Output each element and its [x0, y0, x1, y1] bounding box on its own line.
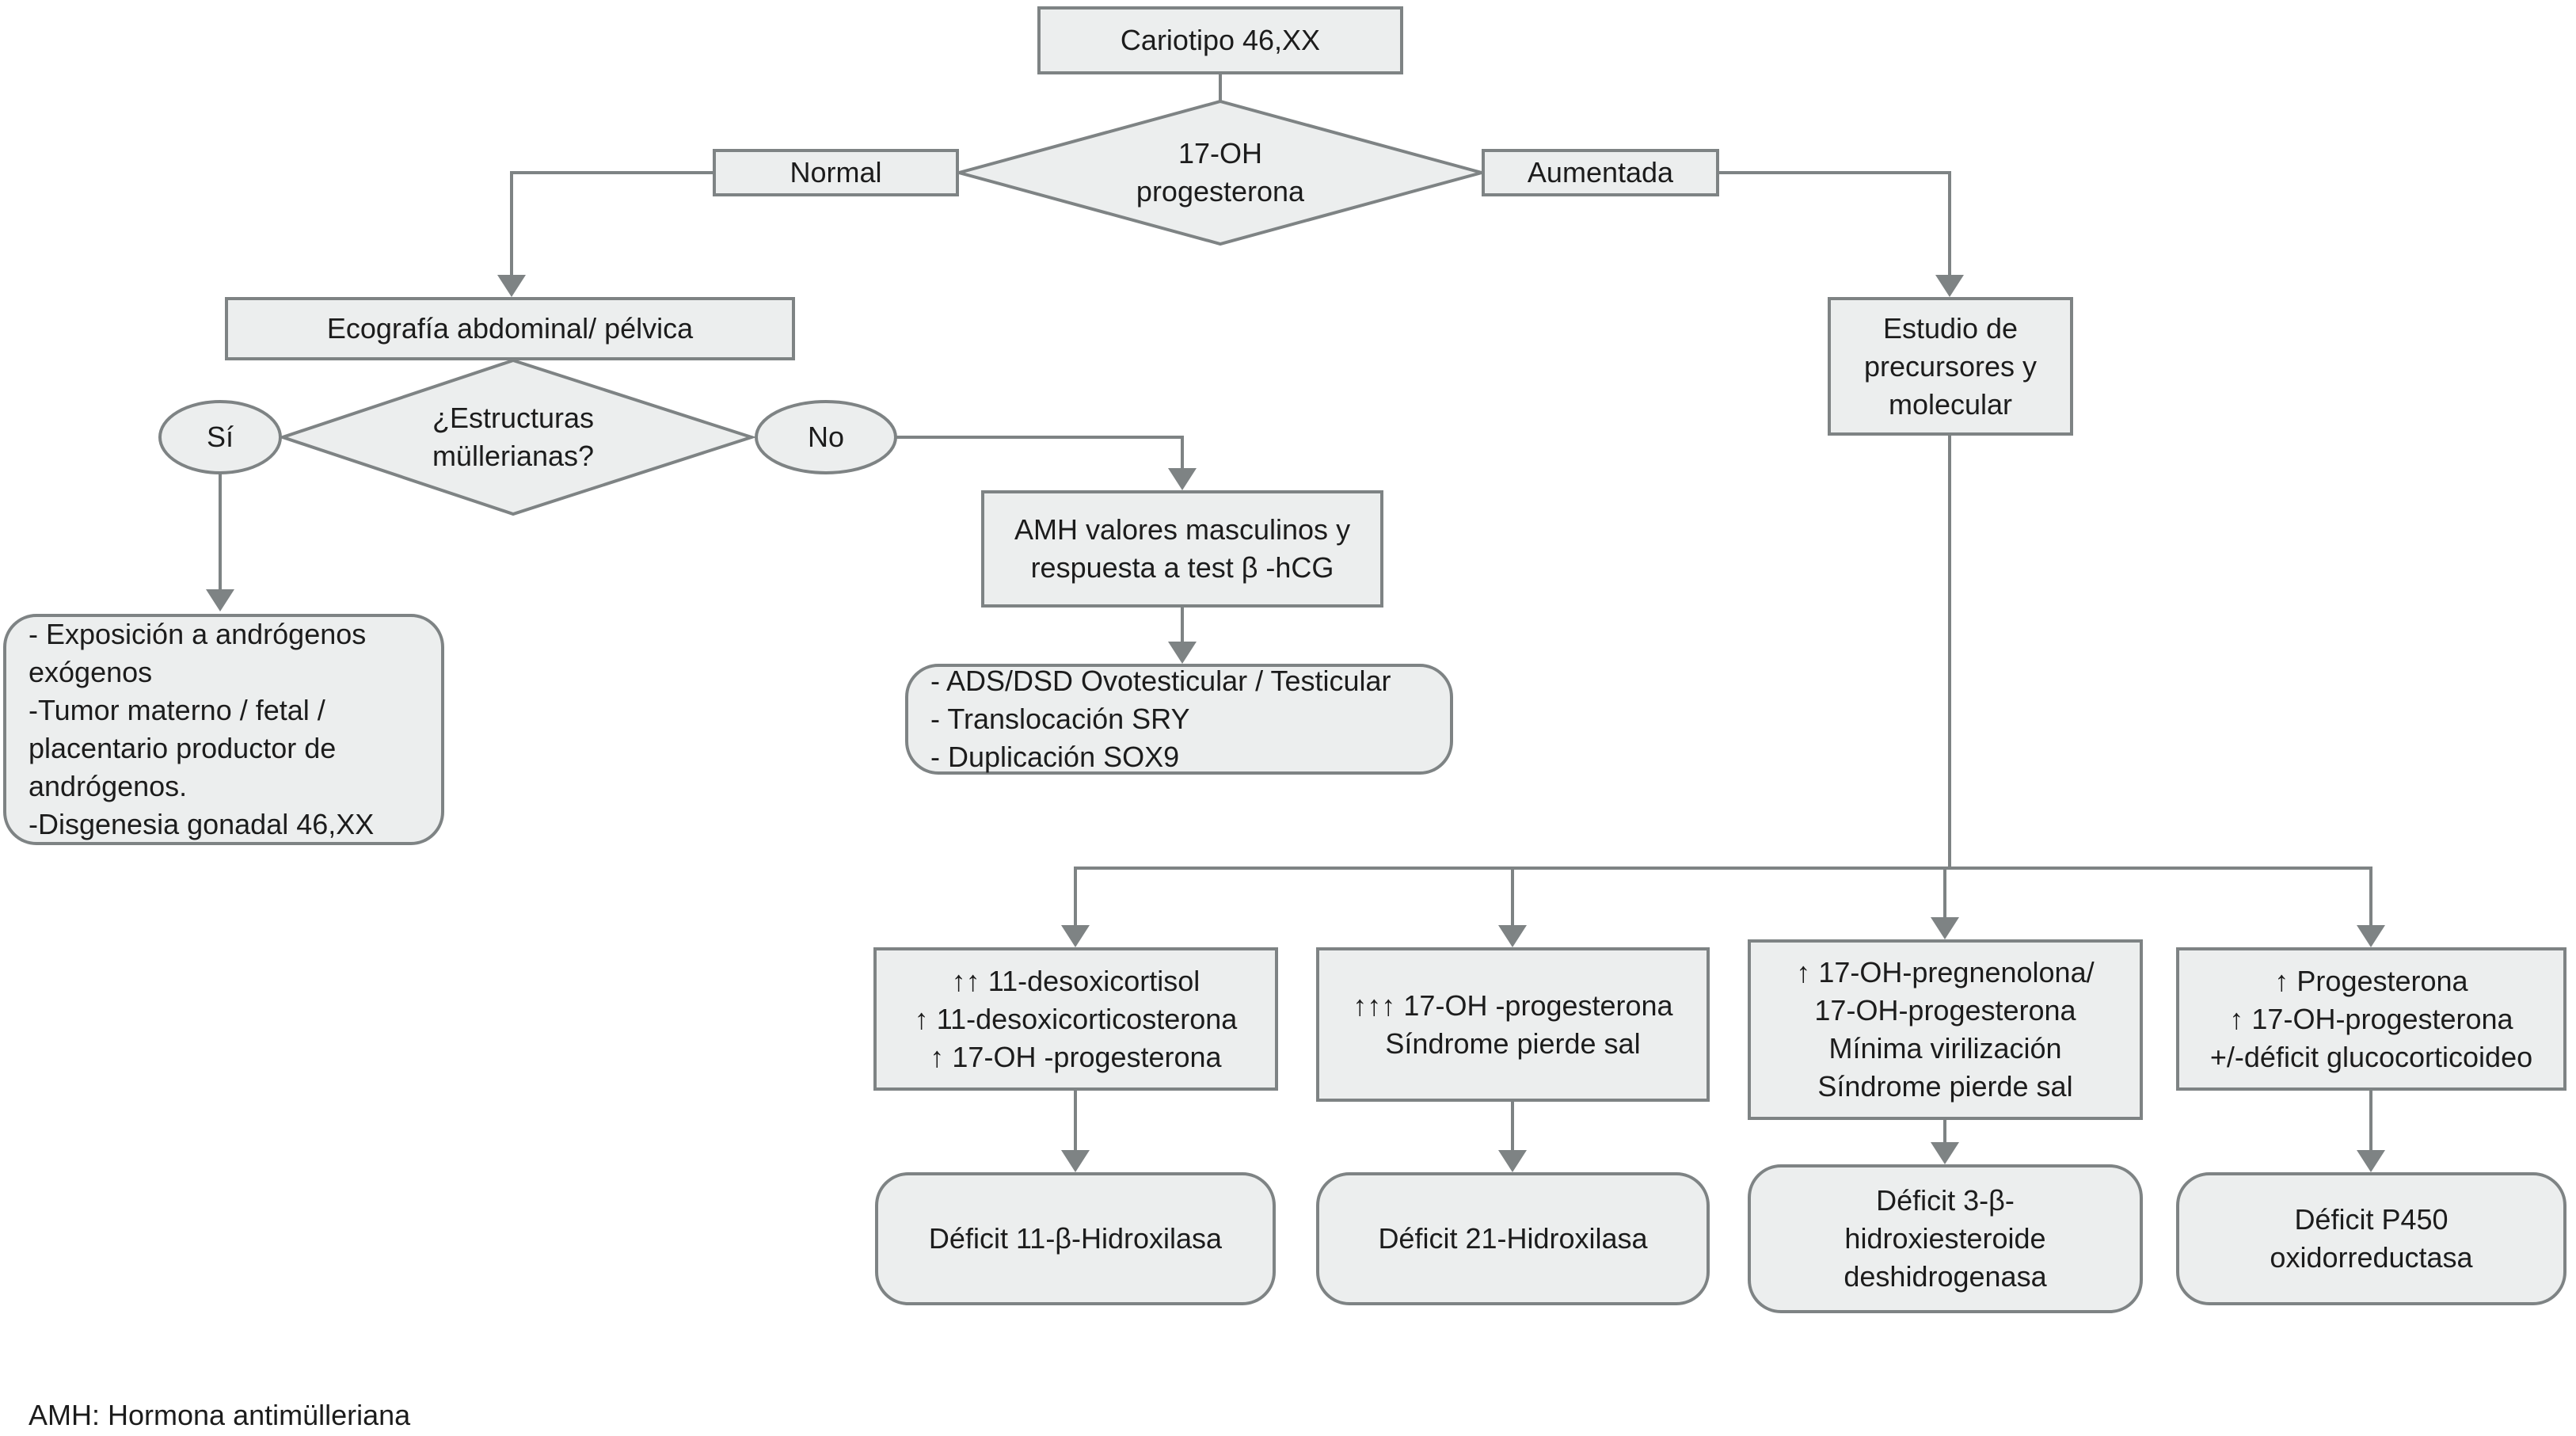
- node-deficit-11b: Déficit 11-β-Hidroxilasa: [875, 1172, 1276, 1305]
- cond-11b-line1: ↑↑ 11-desoxicortisol: [951, 964, 1200, 997]
- exposicion-line6: -Disgenesia gonadal 46,XX: [29, 808, 375, 840]
- amh-test-line1: AMH valores masculinos y: [1014, 513, 1351, 546]
- arrowhead-cond-3b: [1931, 917, 1959, 939]
- cond-por-line1: ↑ Progesterona: [2274, 964, 2468, 997]
- decision-17ohp-line2: progesterona: [1136, 175, 1305, 208]
- node-branch-aumentada: Aumentada: [1482, 149, 1719, 196]
- node-estudio: Estudio de precursores y molecular: [1828, 297, 2073, 436]
- cond-11b-line2: ↑ 11-desoxicorticosterona: [914, 1002, 1238, 1035]
- arrowhead-ads: [1168, 642, 1197, 664]
- ads-dsd-line1: - ADS/DSD Ovotesticular / Testicular: [930, 665, 1391, 697]
- node-decision-17ohp-label: 17-OH progesterona: [1062, 135, 1379, 211]
- node-karyotype-label: Cariotipo 46,XX: [1120, 24, 1321, 56]
- arrowhead-deficit-11b: [1061, 1150, 1090, 1172]
- deficit-por-line1: Déficit P450: [2294, 1203, 2449, 1236]
- deficit-21-label: Déficit 21-Hidroxilasa: [1378, 1222, 1648, 1255]
- cond-por-line3: +/-déficit glucocorticoideo: [2209, 1040, 2533, 1073]
- cond-3b-line3: Mínima virilización: [1828, 1032, 2062, 1065]
- node-deficit-por: Déficit P450 oxidorreductasa: [2176, 1172, 2566, 1305]
- arrowhead-deficit-por: [2357, 1150, 2385, 1172]
- exposicion-line1: - Exposición a andrógenos: [29, 618, 367, 650]
- deficit-3b-line2: hidroxiesteroide: [1844, 1222, 2046, 1255]
- node-deficit-21: Déficit 21-Hidroxilasa: [1316, 1172, 1710, 1305]
- exposicion-line2: exógenos: [29, 656, 153, 688]
- decision-mullerianas-diamond: [277, 358, 757, 516]
- answer-no-text: No: [807, 421, 845, 453]
- node-cond-por: ↑ Progesterona ↑ 17-OH-progesterona +/-d…: [2176, 947, 2566, 1091]
- exposicion-line3: -Tumor materno / fetal /: [29, 694, 325, 726]
- arrowhead-amh: [1168, 468, 1197, 490]
- estudio-line2: precursores y: [1863, 349, 2038, 383]
- branch-normal-label: Normal: [790, 156, 882, 189]
- decision-17ohp-line1: 17-OH: [1178, 137, 1263, 170]
- footnote-amh: AMH: Hormona antimülleriana: [29, 1399, 411, 1431]
- node-deficit-3b: Déficit 3-β- hidroxiesteroide deshidroge…: [1748, 1164, 2143, 1313]
- ads-dsd-line3: - Duplicación SOX9: [930, 741, 1180, 773]
- deficit-11b-label: Déficit 11-β-Hidroxilasa: [928, 1222, 1223, 1255]
- node-cond-11b: ↑↑ 11-desoxicortisol ↑ 11-desoxicorticos…: [873, 947, 1278, 1091]
- arrowhead-estudio: [1935, 275, 1964, 297]
- deficit-3b-line1: Déficit 3-β-: [1876, 1184, 2015, 1217]
- ads-dsd-line2: - Translocación SRY: [930, 703, 1190, 735]
- node-cond-3b: ↑ 17-OH-pregnenolona/ 17-OH-progesterona…: [1748, 939, 2143, 1120]
- node-exposicion: - Exposición a andrógenos exógenos -Tumo…: [3, 614, 444, 845]
- node-ecografia: Ecografía abdominal/ pélvica: [225, 297, 795, 360]
- cond-3b-line2: 17-OH-progesterona: [1814, 994, 2076, 1027]
- cond-3b-line1: ↑ 17-OH-pregnenolona/: [1796, 956, 2095, 988]
- node-branch-normal: Normal: [713, 149, 959, 196]
- ecografia-label: Ecografía abdominal/ pélvica: [326, 312, 694, 345]
- deficit-3b-line3: deshidrogenasa: [1844, 1260, 2047, 1293]
- cond-3b-line4: Síndrome pierde sal: [1817, 1070, 2073, 1103]
- arrowhead-deficit-3b: [1931, 1142, 1959, 1164]
- node-cond-21: ↑↑↑ 17-OH -progesterona Síndrome pierde …: [1316, 947, 1710, 1102]
- node-answer-si-label: Sí: [173, 417, 268, 458]
- deficit-por-line2: oxidorreductasa: [2270, 1241, 2473, 1274]
- arrowhead-cond-por: [2357, 925, 2385, 947]
- estudio-line1: Estudio de: [1882, 311, 2019, 345]
- estudio-line3: molecular: [1888, 387, 2013, 421]
- arrowhead-cond-21: [1498, 925, 1527, 947]
- arrowhead-cond-11b: [1061, 925, 1090, 947]
- cond-21-line2: Síndrome pierde sal: [1385, 1027, 1641, 1060]
- answer-si-text: Sí: [206, 421, 234, 453]
- decision-mullerianas-line2: müllerianas?: [432, 440, 595, 472]
- cond-por-line2: ↑ 17-OH-progesterona: [2229, 1002, 2513, 1035]
- node-answer-no-label: No: [778, 417, 873, 458]
- node-amh-test: AMH valores masculinos y respuesta a tes…: [981, 490, 1383, 608]
- arrowhead-exposicion: [206, 589, 234, 611]
- arrowhead-ecografia: [497, 275, 526, 297]
- exposicion-line5: andrógenos.: [29, 770, 188, 802]
- branch-aumentada-label: Aumentada: [1527, 156, 1674, 189]
- cond-21-line1: ↑↑↑ 17-OH -progesterona: [1353, 988, 1673, 1022]
- cond-11b-line3: ↑ 17-OH -progesterona: [930, 1040, 1222, 1073]
- node-ads-dsd: - ADS/DSD Ovotesticular / Testicular - T…: [905, 664, 1453, 775]
- node-karyotype: Cariotipo 46,XX: [1037, 6, 1403, 74]
- amh-test-line2: respuesta a test β -hCG: [1030, 551, 1334, 584]
- node-decision-mullerianas-label: ¿Estructuras müllerianas?: [355, 399, 672, 475]
- arrowhead-deficit-21: [1498, 1150, 1527, 1172]
- decision-mullerianas-line1: ¿Estructuras: [432, 402, 595, 434]
- exposicion-line4: placentario productor de: [29, 732, 337, 764]
